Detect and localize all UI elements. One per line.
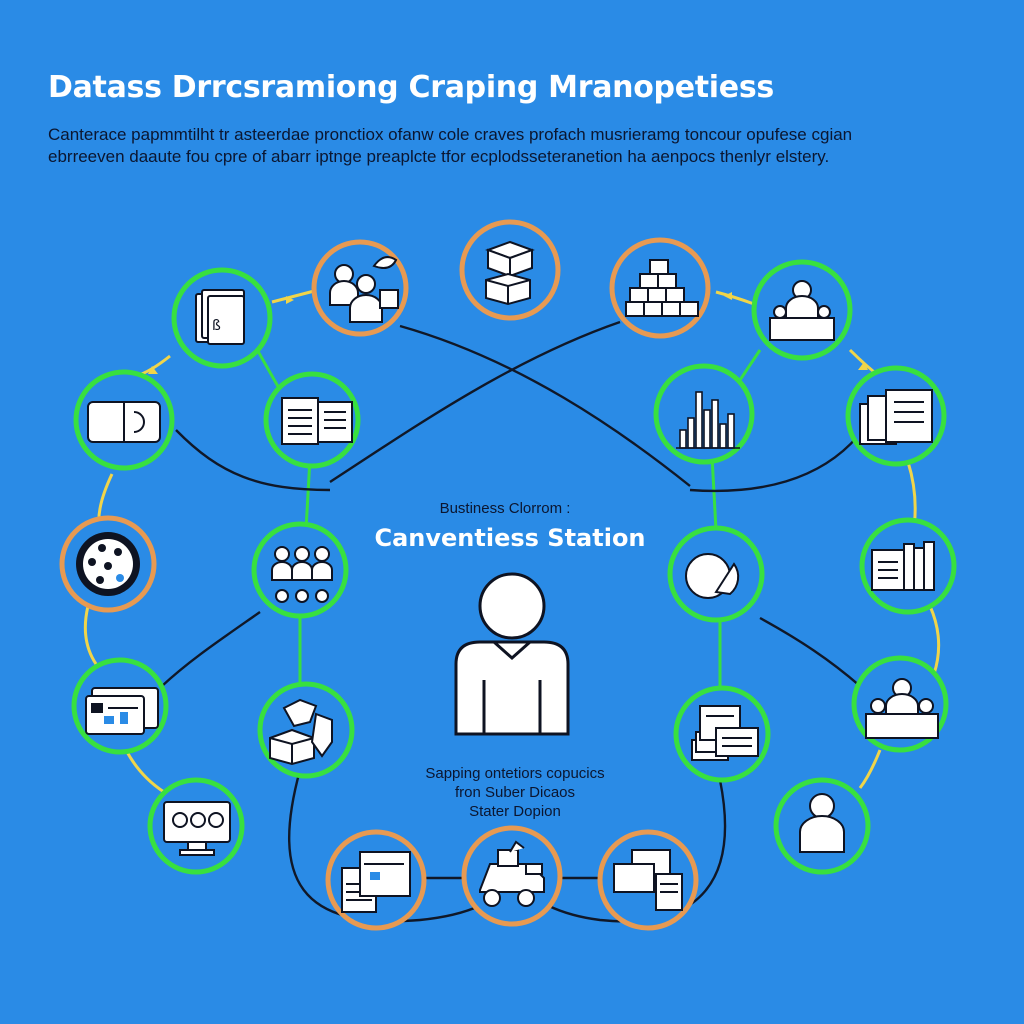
node-ring: [257, 681, 355, 779]
pie-shape-icon: [685, 553, 740, 599]
team-meeting-icon: [329, 256, 399, 323]
node-device[interactable]: [73, 369, 175, 471]
node-report[interactable]: [263, 371, 361, 469]
arrow-icon: [724, 292, 732, 300]
devices-icon: [613, 849, 683, 911]
node-bar-chart[interactable]: [653, 363, 755, 465]
connector-line: [710, 455, 718, 531]
connector-line: [175, 429, 331, 492]
arrow-icon: [148, 366, 158, 374]
cards-icon: [691, 705, 759, 761]
cubes-icon: [269, 698, 333, 766]
arrow-markers: [148, 292, 868, 374]
connector-line: [304, 457, 312, 531]
spreadsheet-icon: [341, 851, 411, 913]
node-monitor[interactable]: [147, 777, 245, 875]
node-cubes[interactable]: [257, 681, 355, 779]
node-books[interactable]: [859, 517, 957, 615]
caption-line: Stater Dopion: [469, 803, 561, 820]
file-folders-icon: [859, 389, 933, 445]
connector-line: [271, 288, 319, 304]
node-dial[interactable]: [59, 515, 157, 613]
presenter-icon: [769, 280, 835, 341]
connector-line: [329, 320, 621, 484]
node-presenter[interactable]: [751, 259, 853, 361]
books-icon: [871, 541, 935, 591]
connector-line: [689, 435, 859, 493]
connector-line: [759, 616, 861, 687]
page-title: Datass Drrcsramiong Craping Mranopetiess: [48, 70, 774, 105]
node-people-group[interactable]: [251, 521, 349, 619]
dial-icon: [76, 532, 140, 596]
center-kicker: Bustiness Clorrom :: [439, 500, 571, 517]
connector-line: [858, 749, 882, 789]
stacked-blocks-icon: [625, 259, 699, 317]
node-file-folders[interactable]: [845, 365, 947, 467]
dashboard-icon: [85, 687, 159, 735]
node-machinery[interactable]: [461, 825, 563, 927]
workers-icon: [865, 678, 939, 739]
device-icon: [87, 401, 161, 443]
node-stacked-blocks[interactable]: [609, 237, 711, 339]
node-documents-stack[interactable]: ß: [171, 267, 273, 369]
caption-line: Sapping ontetiors copucics: [425, 765, 605, 782]
connector-line: [161, 611, 261, 687]
center-title: Canventiess Station: [374, 524, 646, 552]
connector-line: [399, 324, 691, 487]
connector-line: [928, 605, 941, 675]
boxes-icon: [485, 240, 535, 306]
monitor-icon: [163, 801, 231, 856]
node-team-meeting[interactable]: [311, 239, 409, 337]
people-group-icon: [271, 546, 333, 603]
subtitle-line: ebrreeven daaute fou cpre of abarr iptng…: [48, 147, 830, 166]
node-spreadsheet[interactable]: [325, 829, 427, 931]
svg-text:ß: ß: [212, 318, 221, 334]
machinery-icon: [479, 840, 545, 907]
report-icon: [281, 397, 353, 445]
arrow-icon: [858, 362, 868, 370]
center-caption: Sapping ontetiors copucics fron Suber Di…: [400, 764, 630, 821]
user-icon: [799, 793, 845, 853]
node-pie-shape[interactable]: [667, 525, 765, 623]
node-workers[interactable]: [851, 655, 949, 753]
subtitle-line: Canterace papmmtilht tr asteerdae pronct…: [48, 125, 853, 144]
person-icon: [454, 572, 570, 736]
connector-line: [83, 605, 98, 665]
node-dashboard[interactable]: [71, 657, 169, 755]
node-user[interactable]: [773, 777, 871, 875]
node-devices[interactable]: [597, 829, 699, 931]
page-subtitle: Canterace papmmtilht tr asteerdae pronct…: [48, 124, 988, 168]
node-cards[interactable]: [673, 685, 771, 783]
connector-line: [715, 290, 755, 306]
bar-chart-icon: [676, 391, 740, 449]
arrow-icon: [286, 296, 294, 304]
caption-line: fron Suber Dicaos: [454, 784, 576, 801]
documents-stack-icon: ß: [195, 289, 245, 345]
node-boxes[interactable]: [459, 219, 561, 321]
